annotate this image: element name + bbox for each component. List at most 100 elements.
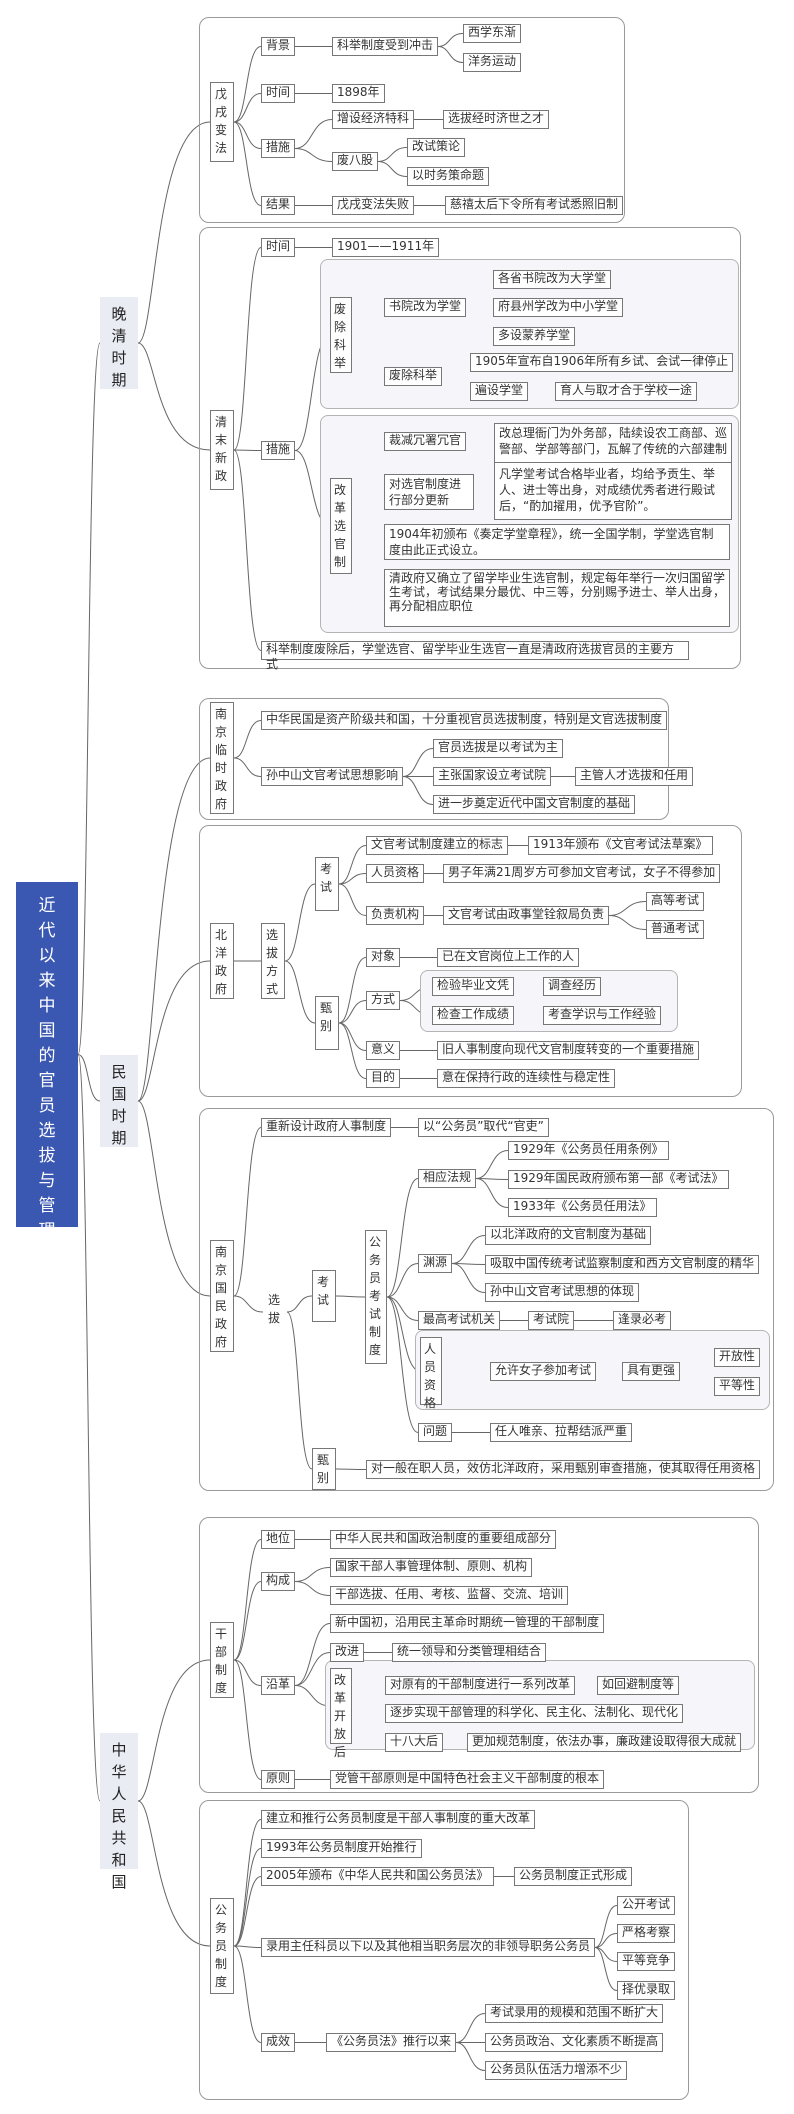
- connector: [338, 1022, 367, 1079]
- node-school-a: 各省书院改为大学堂: [493, 270, 612, 289]
- node-hist-c3: 十八大后: [385, 1733, 444, 1752]
- connector: [284, 960, 316, 1024]
- node-org-a: 高等考试: [646, 892, 705, 911]
- node-org: 负责机构: [366, 906, 425, 925]
- connector: [294, 1652, 331, 1686]
- node-hist-b2: 统一领导和分类管理相结合: [392, 1643, 547, 1662]
- group-nanjing-provisional: [199, 698, 669, 820]
- node-np-2b: 主张国家设立考试院: [433, 767, 552, 786]
- connector: [386, 1178, 419, 1298]
- node-eff-b: 公务员政治、文化素质不断提高: [485, 2033, 664, 2052]
- node-1904: 1904年初颁布《奏定学堂章程》，统一全国学制，学堂选官制度由此正式设立。: [384, 524, 730, 560]
- node-summary: 科举制度废除后，学堂选官、留学毕业生选官一直是清政府选拔官员的主要方式: [261, 641, 689, 671]
- connector: [233, 757, 262, 777]
- node-m2-b: 以时务策命题: [407, 167, 490, 186]
- node-redesign-val: 以“公务员”取代“官吏”: [418, 1118, 549, 1137]
- connector: [294, 1567, 331, 1582]
- group-nanjing-national: [199, 1108, 774, 1491]
- group-qual: [415, 1330, 770, 1410]
- node-qingmo: 清末新政: [210, 410, 234, 490]
- node-abolish-b: 遍设学堂: [470, 382, 529, 401]
- node-c4-a: 公开考试: [617, 1896, 676, 1915]
- node-target: 对象: [366, 948, 401, 967]
- connector: [594, 1933, 618, 1948]
- node-abolish-b2: 育人与取才合于学校一途: [555, 382, 698, 401]
- node-c4-c: 平等竞争: [617, 1952, 676, 1971]
- node-composition: 构成: [261, 1572, 296, 1591]
- node-c4-d: 择优录取: [617, 1981, 676, 2000]
- root-topic: 近代以来中国的官员选拔与管理: [16, 882, 78, 1241]
- connector: [233, 1945, 262, 2043]
- connector: [455, 2013, 486, 2043]
- connector: [386, 1296, 419, 1433]
- node-abolish-keju: 废除科举: [384, 367, 443, 386]
- connector: [233, 720, 262, 759]
- connector: [233, 1659, 262, 1686]
- connector: [475, 1178, 509, 1208]
- node-qual: 人员资格: [366, 864, 425, 883]
- node-way-a: 检验毕业文凭: [432, 977, 515, 996]
- node-c4-b: 严格考察: [617, 1924, 676, 1943]
- connector: [294, 148, 333, 162]
- connector: [437, 33, 464, 47]
- node-measures-wuxu: 措施: [261, 139, 296, 158]
- connector: [294, 1623, 331, 1686]
- node-hist-b: 改进: [330, 1643, 365, 1662]
- connector: [233, 1945, 262, 1948]
- connector: [137, 1100, 211, 1297]
- node-comp-b: 干部选拔、任用、考核、监督、交流、培训: [330, 1586, 569, 1605]
- node-position-val: 中华人民共和国政治制度的重要组成部分: [330, 1530, 557, 1549]
- connector: [233, 247, 262, 451]
- node-np-2b2: 主管人才选拔和任用: [575, 767, 694, 786]
- connector: [402, 776, 434, 805]
- connector: [338, 1000, 367, 1024]
- node-np-2c: 进一步奠定近代中国文官制度的基础: [433, 795, 636, 814]
- node-effect-val: 《公务员法》推行以来: [326, 2033, 457, 2052]
- node-qual-val: 男子年满21周岁方可参加文官考试，女子不得参加: [443, 864, 721, 883]
- node-sig-val: 旧人事制度向现代文官制度转变的一个重要措施: [437, 1041, 700, 1060]
- node-m2: 废八股: [332, 152, 379, 171]
- connector: [451, 1263, 486, 1293]
- node-time-1898-val: 1898年: [332, 84, 385, 103]
- node-law-b: 1929年国民政府颁布第一部《考试法》: [508, 1170, 729, 1189]
- connector: [437, 46, 464, 63]
- node-civil-exam: 公务员考试制度: [365, 1230, 387, 1364]
- node-nn-exam: 考试: [312, 1270, 336, 1322]
- node-school-b: 府县州学改为中小学堂: [493, 298, 624, 317]
- node-time-qingmo-val: 1901——1911年: [332, 238, 440, 257]
- connector: [233, 1659, 262, 1780]
- connector: [294, 1581, 331, 1596]
- connector: [233, 1848, 262, 1947]
- group-qingmo: [199, 227, 741, 669]
- node-nn-qual-a: 开放性: [714, 1348, 761, 1367]
- connector: [233, 121, 262, 149]
- connector: [338, 957, 367, 1024]
- node-c3b: 公务员制度正式形成: [514, 1867, 633, 1886]
- connector: [233, 121, 262, 206]
- node-c3: 2005年颁布《中华人民共和国公务员法》: [261, 1867, 494, 1886]
- node-r2: 慈禧太后下令所有考试悉照旧制: [445, 196, 624, 215]
- node-org-val: 文官考试由政事堂铨叙局负责: [443, 906, 610, 925]
- connector: [233, 1581, 262, 1661]
- connector: [77, 1054, 101, 1102]
- connector: [377, 161, 408, 177]
- node-m1: 增设经济特科: [332, 110, 415, 129]
- node-top-val2: 逢录必考: [613, 1311, 672, 1330]
- connector: [233, 449, 262, 651]
- connector: [137, 757, 211, 1102]
- node-way-b2: 考查学识与工作经验: [543, 1006, 662, 1025]
- connector: [608, 915, 647, 930]
- node-np-2: 孙中山文官考试思想影响: [261, 767, 404, 786]
- node-np-1: 中华民国是资产阶级共和国，十分重视官员选拔制度，特别是文官选拔制度: [261, 711, 668, 730]
- group-wuxu: [199, 17, 625, 223]
- node-part: 对选官制度进行部分更新: [384, 474, 474, 510]
- node-top-val: 考试院: [528, 1311, 575, 1330]
- connector: [233, 1127, 262, 1297]
- node-nn-qual-val: 允许女子参加考试: [490, 1362, 597, 1381]
- node-history: 沿革: [261, 1676, 296, 1695]
- node-reform: 改革选官制: [330, 478, 352, 574]
- node-org-b: 普通考试: [646, 920, 705, 939]
- node-origin-b: 吸取中国传统考试监察制度和西方文官制度的精华: [485, 1255, 760, 1274]
- node-bg-a: 西学东渐: [463, 24, 522, 43]
